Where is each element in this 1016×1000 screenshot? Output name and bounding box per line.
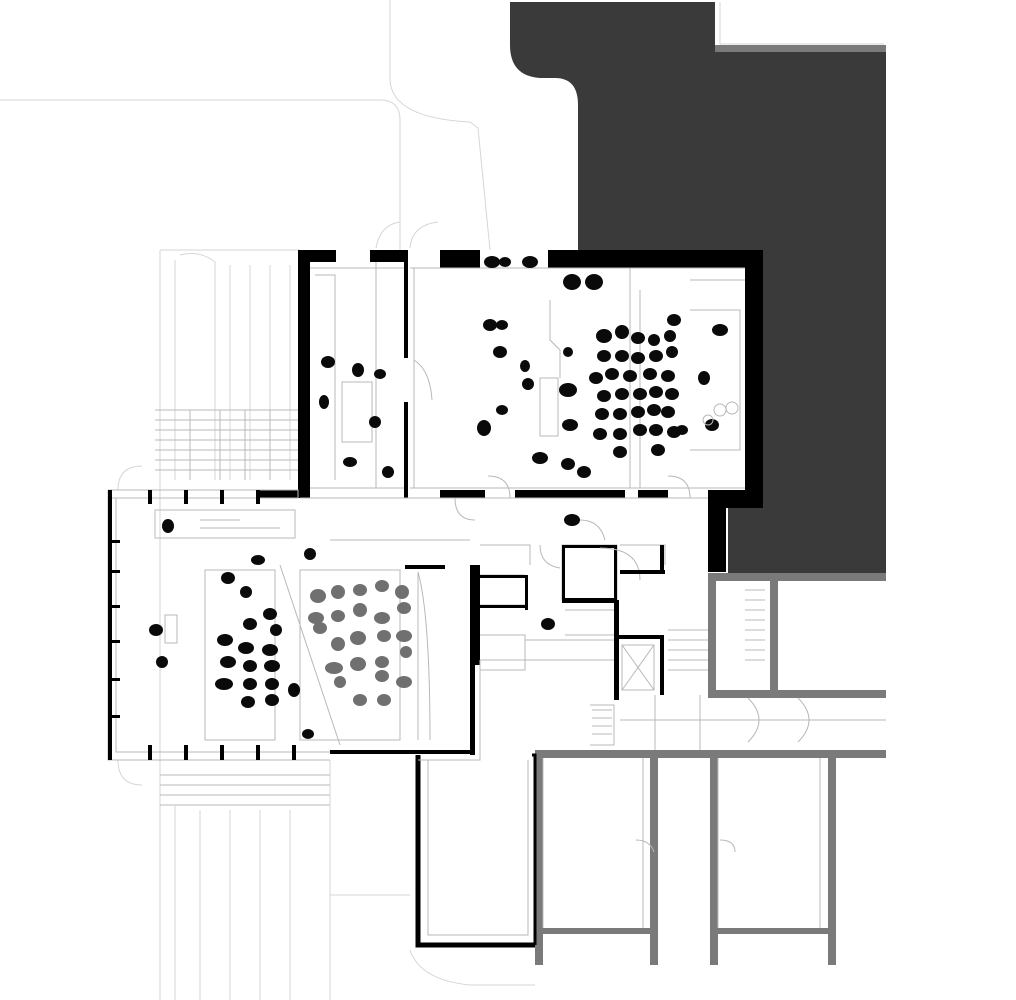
audience-seating <box>589 325 681 458</box>
audience-left-block <box>215 608 300 708</box>
audience-right-block <box>308 580 412 706</box>
people-lecture-hall <box>477 256 739 478</box>
site-context-lines <box>0 0 535 1000</box>
stair-treads-south <box>160 774 330 1000</box>
service-core <box>475 544 708 746</box>
existing-building-edge <box>715 45 886 52</box>
south-wing-outline <box>415 755 535 948</box>
existing-building-mass <box>510 2 886 573</box>
door-swings <box>413 359 691 569</box>
stair-treads-north <box>155 409 300 480</box>
lower-hall <box>107 489 708 761</box>
exterior-walls <box>260 250 763 572</box>
people-lower-hall <box>149 514 580 739</box>
annex-walls <box>535 573 886 965</box>
people-meeting-room <box>319 356 394 478</box>
